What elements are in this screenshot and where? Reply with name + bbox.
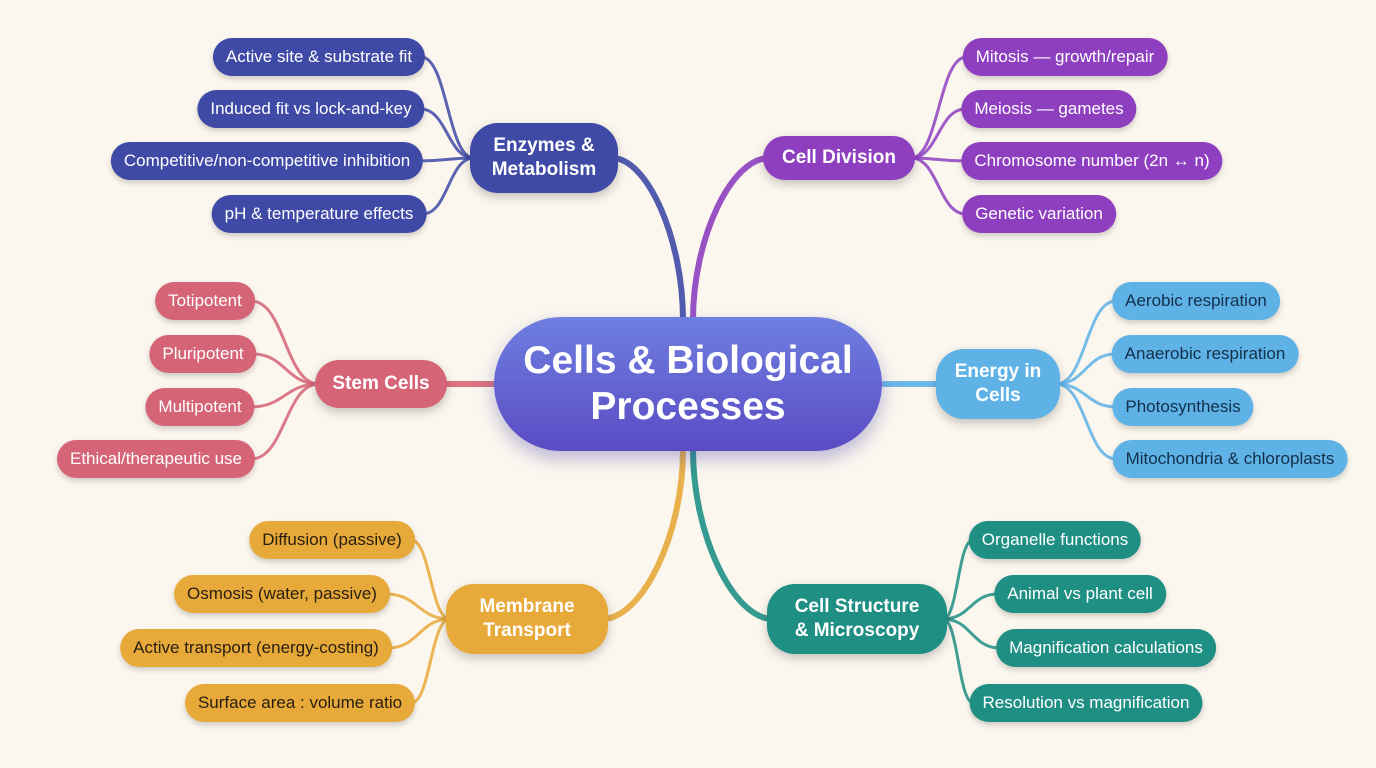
connector-leaf-division-1 [909,107,967,160]
branch-cell-division[interactable]: Cell Division [763,136,915,180]
leaf-surface-area-ratio[interactable]: Surface area : volume ratio [184,684,416,722]
connector-trunk-enzymes [609,155,686,323]
leaf-pluripotent[interactable]: Pluripotent [149,335,257,373]
leaf-totipotent[interactable]: Totipotent [155,282,255,320]
branch-stem-cells[interactable]: Stem Cells [315,360,447,408]
leaf-anaerobic[interactable]: Anaerobic respiration [1111,335,1299,373]
leaf-aerobic[interactable]: Aerobic respiration [1112,282,1280,320]
leaf-chromosome-number[interactable]: Chromosome number (2n ↔ n) [961,142,1223,180]
connector-leaf-stem-3 [249,382,321,461]
connector-trunk-transport [599,447,686,622]
connector-leaf-energy-0 [1054,299,1118,386]
leaf-ethical-use[interactable]: Ethical/therapeutic use [57,440,255,478]
connector-leaf-transport-1 [384,592,452,621]
leaf-resolution-vs-magnification[interactable]: Resolution vs magnification [969,684,1203,722]
leaf-active-site[interactable]: Active site & substrate fit [212,38,426,76]
connector-leaf-transport-0 [409,538,452,621]
connector-leaf-structure-0 [941,538,975,621]
leaf-active-transport[interactable]: Active transport (energy-costing) [120,629,392,667]
connector-leaf-enzymes-1 [419,107,476,160]
leaf-photosynthesis[interactable]: Photosynthesis [1112,388,1254,426]
connector-trunk-structure [690,447,776,622]
connector-trunk-division [690,155,772,323]
connector-leaf-transport-2 [386,617,452,650]
leaf-animal-vs-plant[interactable]: Animal vs plant cell [994,575,1166,613]
connector-leaf-structure-2 [941,617,1002,650]
leaf-mitochondria-chloroplasts[interactable]: Mitochondria & chloroplasts [1112,440,1348,478]
leaf-ph-temperature[interactable]: pH & temperature effects [211,195,427,233]
leaf-meiosis[interactable]: Meiosis — gametes [961,90,1137,128]
leaf-osmosis[interactable]: Osmosis (water, passive) [174,575,390,613]
connector-leaf-enzymes-0 [419,55,476,160]
leaf-diffusion[interactable]: Diffusion (passive) [249,521,415,559]
leaf-magnification-calculations[interactable]: Magnification calculations [996,629,1216,667]
connector-leaf-energy-3 [1054,382,1118,461]
connector-leaf-enzymes-3 [421,156,476,216]
connector-leaf-transport-3 [409,617,452,705]
branch-energy-in-cells[interactable]: Energy in Cells [936,349,1060,419]
branch-membrane-transport[interactable]: Membrane Transport [446,584,608,654]
connector-leaf-division-0 [909,55,968,160]
leaf-organelle-functions[interactable]: Organelle functions [968,521,1142,559]
leaf-mitosis[interactable]: Mitosis — growth/repair [962,38,1168,76]
branch-enzymes-metabolism[interactable]: Enzymes & Metabolism [470,123,618,193]
branch-cell-structure-microscopy[interactable]: Cell Structure & Microscopy [767,584,947,654]
leaf-multipotent[interactable]: Multipotent [145,388,255,426]
leaf-induced-fit[interactable]: Induced fit vs lock-and-key [197,90,425,128]
connector-leaf-division-3 [909,156,968,216]
leaf-genetic-variation[interactable]: Genetic variation [962,195,1116,233]
connector-leaf-stem-0 [249,299,321,386]
leaf-inhibition[interactable]: Competitive/non-competitive inhibition [110,142,424,180]
connector-leaf-structure-3 [941,617,975,705]
central-topic[interactable]: Cells & Biological Processes [494,317,882,451]
